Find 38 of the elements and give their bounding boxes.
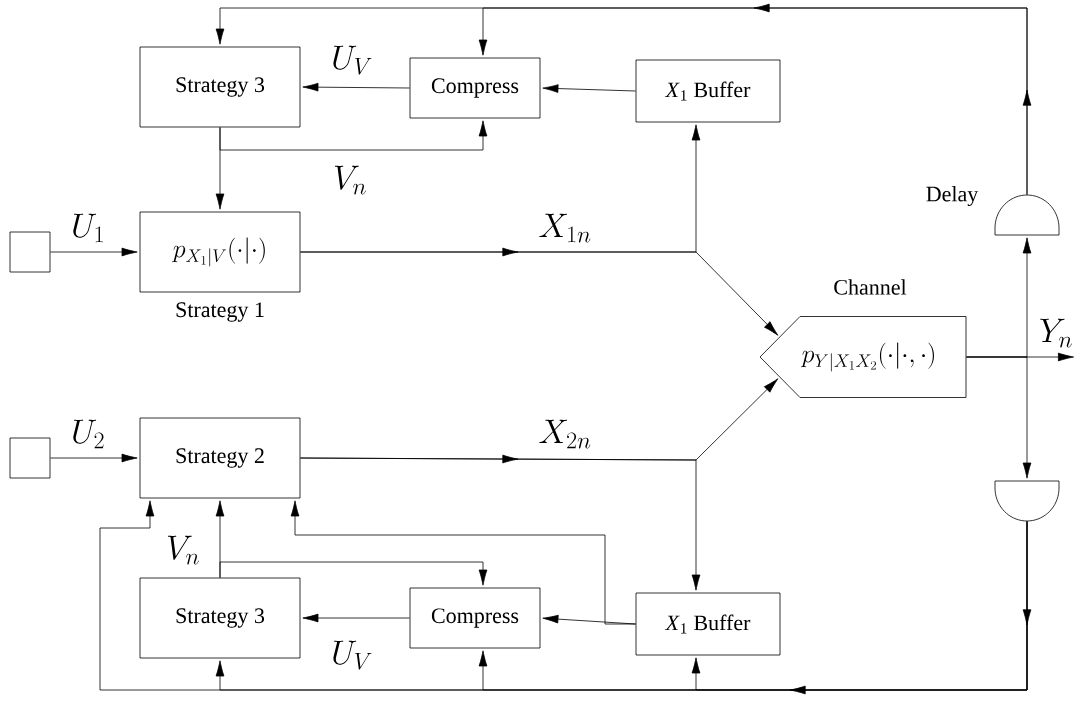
process-box: Compress [409, 587, 541, 649]
arrow [219, 561, 488, 586]
arrow [99, 500, 1028, 691]
arrow [966, 356, 1032, 479]
process-box: $p_{X_1|V}(\cdot|\cdot)$ [139, 211, 301, 293]
arrow [542, 84, 636, 93]
edge-label: $Y_n$ [1038, 317, 1074, 349]
arrow [50, 453, 138, 463]
process-box: Strategy 2 [139, 417, 301, 499]
edge-label: $X_{1n}$ [537, 212, 593, 244]
arrow [219, 120, 488, 151]
source-box [9, 437, 51, 479]
arrow [300, 124, 701, 253]
arrow [50, 247, 138, 257]
channel-box: $p_{Y|X_1X_2}(\cdot|\cdot,\cdot)$ [759, 316, 967, 398]
edge-label: $V_n$ [165, 534, 201, 566]
process-box: Strategy 3 [139, 46, 301, 128]
arrow [302, 82, 410, 92]
edge-label: $U_V$ [330, 639, 374, 671]
arrow [300, 457, 701, 591]
node-caption: Channel [834, 279, 907, 295]
node-caption: Delay [926, 186, 979, 206]
edge-label: $X_{2n}$ [537, 418, 593, 450]
process-box: X$_{1}$ Buffer [635, 592, 781, 656]
source-box [9, 231, 51, 273]
arrow [302, 613, 410, 623]
edge-label: $U_V$ [330, 44, 374, 76]
arrow [290, 500, 636, 625]
delay-symbol [994, 480, 1060, 522]
arrow [478, 7, 1028, 195]
edge-label: $U_2$ [70, 418, 106, 450]
process-box: Compress [409, 57, 541, 119]
process-box: X$_{1}$ Buffer [635, 59, 781, 123]
edge-label: $U_1$ [70, 212, 106, 244]
edge-label: $V_n$ [332, 164, 368, 196]
delay-symbol [994, 194, 1060, 236]
process-box: Strategy 3 [139, 577, 301, 659]
node-caption: Strategy 1 [176, 302, 264, 322]
